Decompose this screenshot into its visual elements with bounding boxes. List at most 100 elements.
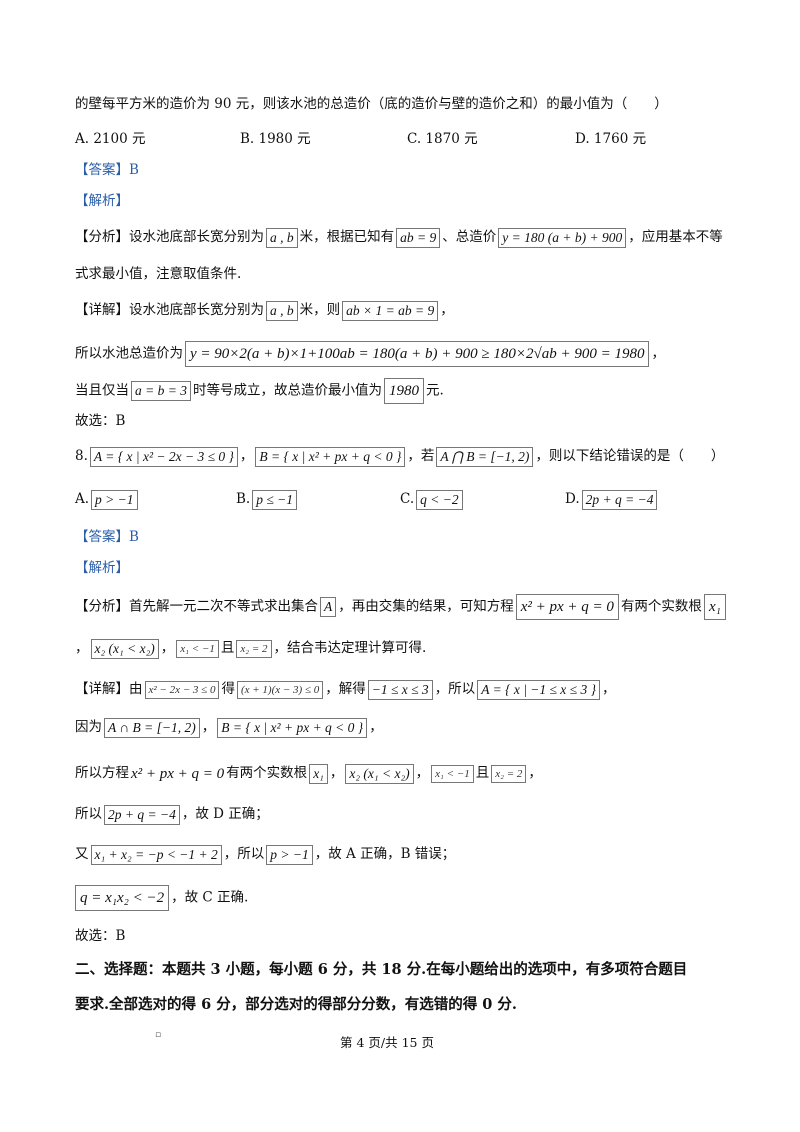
q7-answer: 【答案】B bbox=[75, 162, 139, 178]
option-label: D. bbox=[565, 491, 580, 507]
math-box: q = x₁x₂ < −2 bbox=[75, 885, 170, 911]
text: ， bbox=[601, 681, 616, 697]
math-box: x₁ < −1 bbox=[431, 764, 474, 783]
q7-option-d: D. 1760 元 bbox=[575, 131, 647, 147]
text: 所以水池总造价为 bbox=[75, 345, 183, 362]
math-box: y = 90×2(a + b)×1+100ab = 180(a + b) + 9… bbox=[185, 341, 650, 367]
text: ，故 C 正确. bbox=[171, 889, 249, 906]
math-box: A = { x | −1 ≤ x ≤ 3 } bbox=[477, 679, 600, 700]
q8-option-c: C.q < −2 bbox=[400, 488, 465, 510]
text: 米，根据已知有 bbox=[299, 229, 395, 245]
math-box: A = { x | x² − 2x − 3 ≤ 0 } bbox=[89, 446, 238, 467]
q8-option-a: A.p > −1 bbox=[75, 488, 140, 510]
math-box: A bbox=[320, 597, 337, 617]
q8-xiangjie-line6: q = x₁x₂ < −2，故 C 正确. bbox=[75, 885, 248, 911]
q8-answer: 【答案】B bbox=[75, 529, 139, 545]
text: ， bbox=[651, 345, 665, 362]
math-box: x₁ bbox=[309, 763, 328, 784]
text: ， bbox=[528, 765, 542, 781]
math-box: ab = 9 bbox=[396, 227, 441, 248]
q7-option-c: C. 1870 元 bbox=[407, 131, 478, 147]
math-box: p > −1 bbox=[266, 844, 313, 865]
text: ， bbox=[440, 302, 454, 318]
text: ， bbox=[75, 640, 89, 656]
math-box: a , b bbox=[266, 227, 298, 248]
math-box: 2p + q = −4 bbox=[581, 489, 658, 510]
math-box: x₂ = 2 bbox=[236, 639, 272, 658]
text: ， bbox=[201, 719, 216, 735]
section-heading-line2: 要求.全部选对的得 6 分，部分选对的得部分分数，有选错的得 0 分. bbox=[75, 996, 517, 1013]
text: 当且仅当 bbox=[75, 382, 129, 399]
text: ，所以 bbox=[223, 846, 265, 862]
math-box: p > −1 bbox=[91, 489, 138, 510]
text: 所以 bbox=[75, 806, 102, 822]
math-box: 2p + q = −4 bbox=[104, 804, 180, 825]
option-label: C. bbox=[400, 491, 415, 507]
option-label: A. bbox=[75, 491, 90, 507]
text: 有两个实数根 bbox=[620, 598, 702, 615]
math-box: a = b = 3 bbox=[131, 381, 191, 401]
text: ，故 D 正确； bbox=[181, 806, 269, 822]
question-number: 8. bbox=[75, 448, 88, 464]
page-number: 第 4 页/共 15 页 bbox=[340, 1035, 434, 1050]
text: 【分析】设水池底部长宽分别为 bbox=[75, 229, 264, 245]
q8-option-d: D.2p + q = −4 bbox=[565, 488, 659, 510]
q7-stem-tail: 的壁每平方米的造价为 90 元，则该水池的总造价（底的造价与壁的造价之和）的最小… bbox=[75, 96, 668, 112]
text: 、总造价 bbox=[442, 229, 497, 245]
text: ， bbox=[239, 448, 254, 464]
math-box: x₂ (x₁ < x₂) bbox=[90, 638, 159, 659]
q8-guxuan: 故选：B bbox=[75, 928, 126, 944]
math-box: x² + px + q = 0 bbox=[515, 594, 619, 620]
text: 且 bbox=[220, 640, 235, 656]
q8-analysis-title: 【解析】 bbox=[75, 560, 129, 576]
text: ，解得 bbox=[325, 681, 366, 697]
math-box: B = { x | x² + px + q < 0 } bbox=[255, 446, 406, 467]
math-box: A ⋂ B = [−1, 2) bbox=[436, 446, 534, 467]
q8-option-b: B.p ≤ −1 bbox=[236, 488, 299, 510]
math-box: −1 ≤ x ≤ 3 bbox=[367, 679, 433, 700]
text: 有两个实数根 bbox=[226, 765, 308, 781]
math-box: y = 180 (a + b) + 900 bbox=[498, 227, 627, 248]
math-box: 1980 bbox=[383, 378, 424, 404]
math-box: x₂ = 2 bbox=[491, 764, 527, 783]
math-box: x² − 2x − 3 ≤ 0 bbox=[144, 680, 220, 699]
q8-stem: 8.A = { x | x² − 2x − 3 ≤ 0 }，B = { x | … bbox=[75, 445, 724, 467]
q7-option-b: B. 1980 元 bbox=[240, 131, 311, 147]
math-box: (x + 1)(x − 3) ≤ 0 bbox=[236, 680, 324, 699]
q7-guxuan: 故选：B bbox=[75, 413, 126, 429]
text: 时等号成立，故总造价最小值为 bbox=[192, 382, 382, 399]
text: 且 bbox=[475, 765, 490, 781]
option-label: B. bbox=[236, 491, 251, 507]
text: 又 bbox=[75, 846, 89, 862]
text: ， bbox=[160, 640, 175, 656]
q7-option-a: A. 2100 元 bbox=[75, 131, 146, 147]
q7-analysis-title: 【解析】 bbox=[75, 193, 129, 209]
section-heading-line1: 二、选择题：本题共 3 小题，每小题 6 分，共 18 分.在每小题给出的选项中… bbox=[75, 961, 688, 978]
text: 得 bbox=[221, 681, 235, 697]
text: ， bbox=[415, 765, 430, 781]
math-box: A ∩ B = [−1, 2) bbox=[104, 717, 200, 738]
math-box: p ≤ −1 bbox=[252, 489, 297, 510]
math-box: q < −2 bbox=[416, 489, 463, 510]
q7-fenxi-line2: 式求最小值，注意取值条件. bbox=[75, 266, 242, 282]
math-box: B = { x | x² + px + q < 0 } bbox=[217, 717, 368, 738]
text: ， bbox=[369, 719, 383, 735]
text: 【详解】由 bbox=[75, 681, 143, 697]
math-expr: x² + px + q = 0 bbox=[131, 765, 225, 782]
text: 因为 bbox=[75, 719, 102, 735]
math-box: ab × 1 = ab = 9 bbox=[342, 300, 439, 321]
math-box: x₁ < −1 bbox=[176, 639, 219, 658]
text: ，故 A 正确，B 错误； bbox=[314, 846, 456, 862]
text: 【分析】首先解一元二次不等式求出集合 bbox=[75, 598, 318, 615]
text: ，应用基本不等 bbox=[628, 229, 723, 245]
